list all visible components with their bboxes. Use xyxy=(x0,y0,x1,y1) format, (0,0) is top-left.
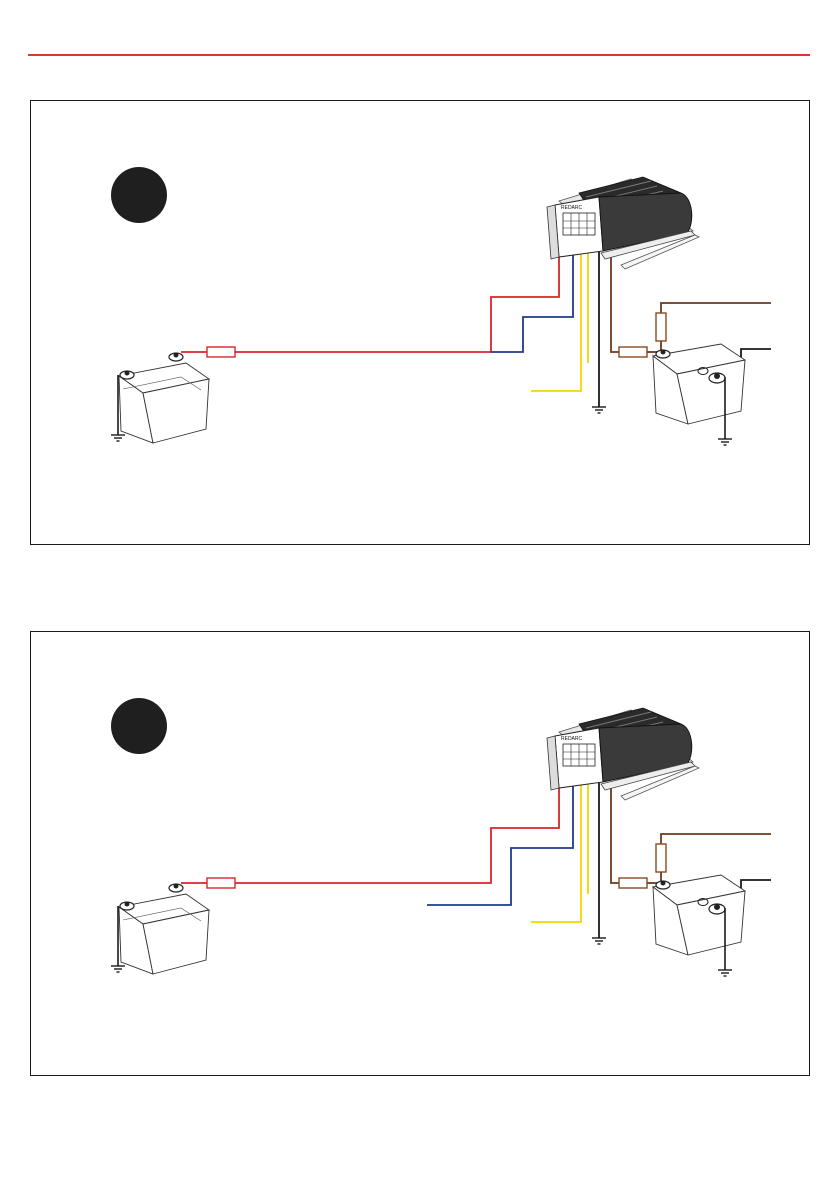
wiring-diagram-panel-2: REDARC xyxy=(30,631,810,1076)
fuse-icon xyxy=(207,878,235,888)
auxiliary-battery-icon xyxy=(653,875,745,955)
wiring-diagram-svg: REDARC xyxy=(31,632,811,1077)
dc-charger-icon: REDARC xyxy=(547,177,699,269)
ground-icon xyxy=(718,439,732,445)
fuse-icon xyxy=(656,313,666,341)
ground-icon xyxy=(111,966,125,972)
auxiliary-battery-icon xyxy=(653,344,745,424)
fuse-icon xyxy=(619,347,647,357)
charger-brand-label: REDARC xyxy=(561,205,583,211)
fuse-icon xyxy=(207,347,235,357)
start-battery-icon xyxy=(119,353,209,444)
dc-charger-icon: REDARC xyxy=(547,708,699,800)
ground-icon xyxy=(718,970,732,976)
fuse-icon xyxy=(656,844,666,872)
ground-icon xyxy=(111,435,125,441)
wiring-diagram-svg: REDARC xyxy=(31,101,811,546)
wiring-diagram-panel-1: REDARC xyxy=(30,100,810,545)
fuse-icon xyxy=(619,878,647,888)
header-rule xyxy=(28,54,810,56)
start-battery-icon xyxy=(119,884,209,975)
ground-icon xyxy=(592,938,606,944)
charger-brand-label: REDARC xyxy=(561,736,583,742)
ground-icon xyxy=(592,407,606,413)
